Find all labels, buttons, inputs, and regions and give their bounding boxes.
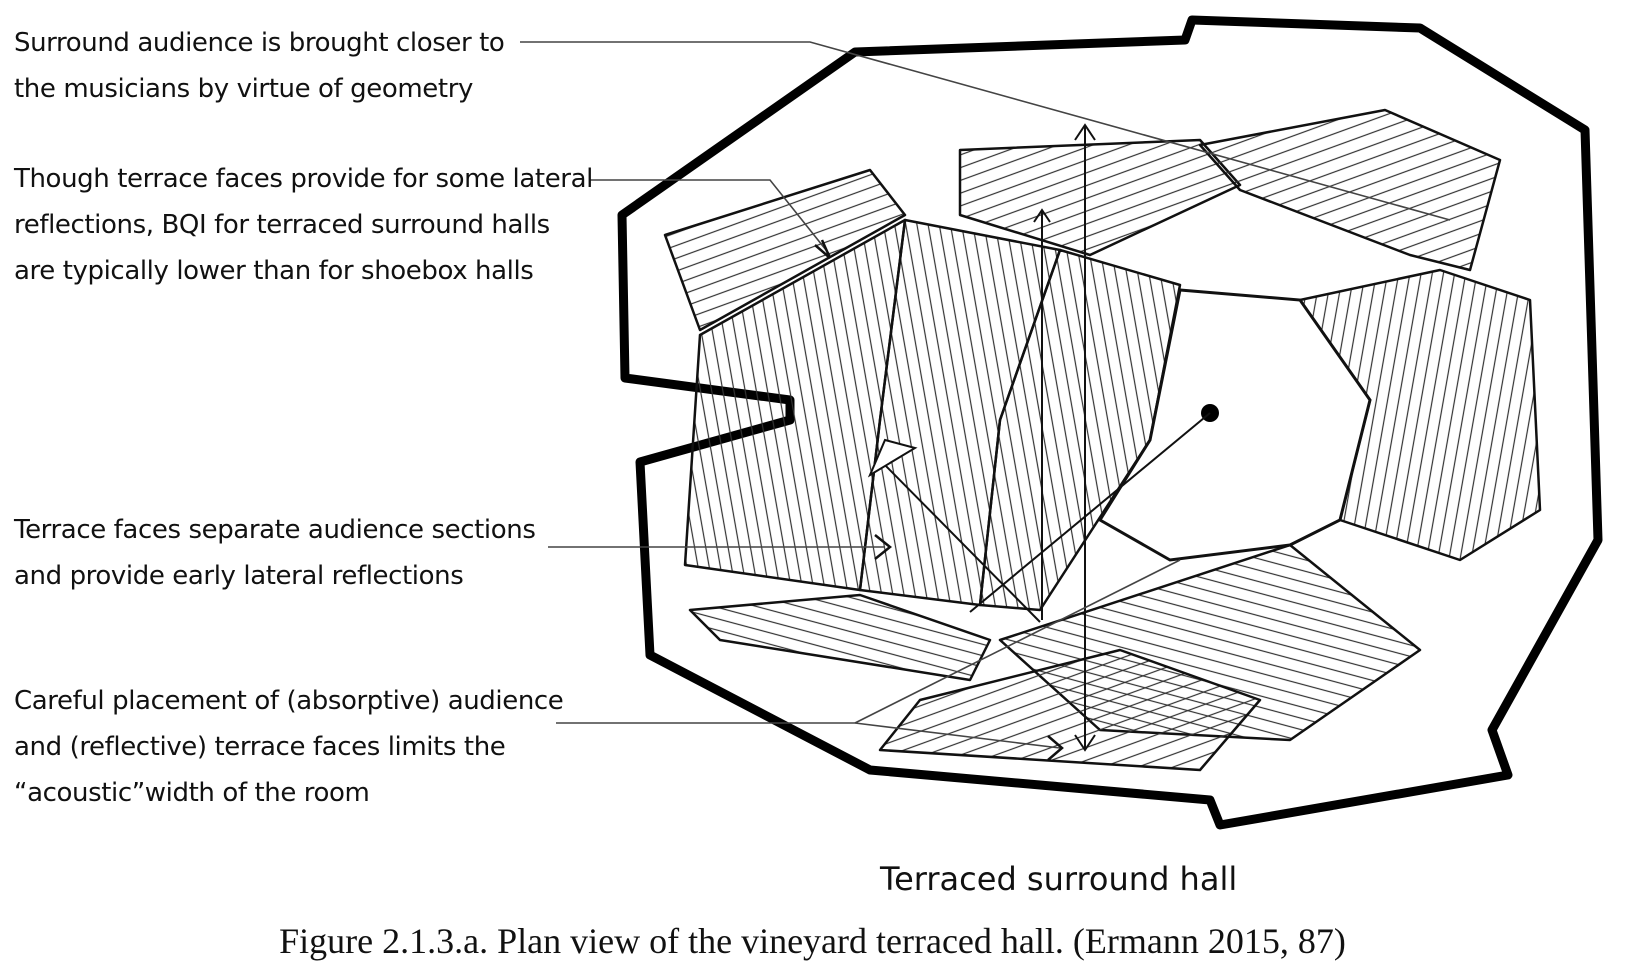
sketch-lines bbox=[867, 123, 1211, 752]
annotation-geometry: Surround audience is brought closer to t… bbox=[14, 28, 505, 104]
drawing-title: Terraced surround hall bbox=[880, 860, 1238, 898]
figure-caption: Figure 2.1.3.a. Plan view of the vineyar… bbox=[279, 921, 1346, 961]
annotation-bqi: Though terrace faces provide for some la… bbox=[14, 164, 593, 286]
leader-arrowheads bbox=[814, 239, 1064, 761]
terrace-blocks bbox=[663, 108, 1542, 772]
stage bbox=[1097, 288, 1372, 562]
leader-lines bbox=[520, 41, 1451, 749]
annotation-acoustic-width: Careful placement of (absorptive) audien… bbox=[14, 686, 564, 808]
annotation-terrace-faces: Terrace faces separate audience sections… bbox=[14, 515, 536, 591]
